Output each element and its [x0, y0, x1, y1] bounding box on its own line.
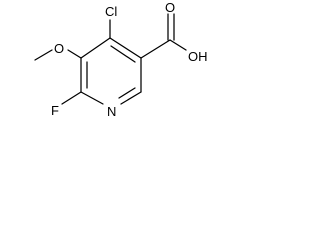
- ring-bond-c5-c4: [80, 37, 111, 59]
- carbonyl-oxygen-label: O: [165, 0, 175, 15]
- ring-bond-n-c6: [80, 91, 104, 105]
- ring-double-bond-c2-n: [118, 87, 136, 99]
- ring-bond-c4-c3: [109, 37, 142, 59]
- hydroxyl-label: OH: [188, 49, 208, 64]
- chlorine-label: Cl: [105, 4, 117, 19]
- molecule-structure: Cl O O OH F N: [0, 0, 230, 138]
- bond-c5-o-methoxy: [67, 49, 82, 59]
- ring-double-bond-c4-c3: [110, 45, 136, 63]
- nitrogen-label: N: [107, 104, 116, 119]
- fluorine-label: F: [51, 103, 59, 118]
- bond-c6-f: [61, 91, 82, 105]
- bond-carboxyl-c-oh: [169, 39, 187, 51]
- ring-bond-c2-n: [120, 91, 142, 105]
- pyridine-ring: [80, 37, 142, 105]
- bond-o-ch3: [34, 49, 53, 61]
- structure-svg: Cl O O OH F N: [34, 0, 208, 119]
- methoxy-oxygen-label: O: [54, 41, 64, 56]
- bond-c3-carboxyl-c: [140, 39, 171, 59]
